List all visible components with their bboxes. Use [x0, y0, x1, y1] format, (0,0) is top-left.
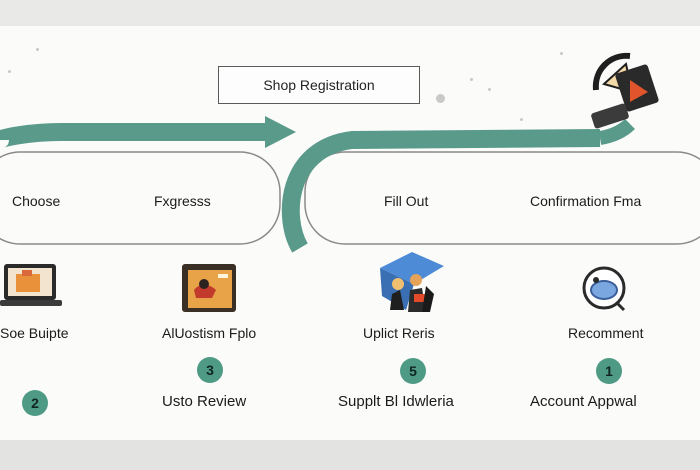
speck: [8, 70, 11, 73]
left-panel: [0, 151, 281, 245]
stage-label-confirmation: Confirmation Fma: [530, 193, 642, 209]
step-number-badge: 3: [197, 357, 223, 383]
step-label-1: Soe Buipte: [0, 325, 69, 341]
page-title: Shop Registration: [218, 66, 420, 104]
step-action-2: Usto Review: [162, 393, 247, 410]
speck: [488, 88, 491, 91]
right-flow-arrow-tail: [598, 118, 635, 145]
speck: [520, 118, 523, 121]
speck: [470, 78, 473, 81]
step-label-3: Uplict Reris: [363, 325, 435, 341]
step-number-badge: 2: [22, 390, 48, 416]
video-play-icon: [591, 52, 659, 129]
step-number-badge: 1: [596, 358, 622, 384]
bottom-strip: [0, 440, 700, 470]
right-panel: [304, 151, 700, 245]
step-action-3: Supplt Bl Idwleria: [338, 393, 454, 410]
speck: [36, 48, 39, 51]
right-flow-arrow-band: [281, 129, 601, 253]
stage-label-choose: Choose: [12, 193, 61, 209]
step-label-2: AlUostism Fplo: [162, 325, 257, 341]
people-icon: [380, 252, 444, 312]
stage-label-progress: Fxgresss: [154, 193, 211, 209]
speck: [560, 52, 563, 55]
speck: [436, 94, 445, 103]
left-flow-arrowhead: [265, 116, 296, 148]
document-icon: [182, 264, 236, 312]
stage-label-fill-out: Fill Out: [384, 193, 429, 209]
search-icon: [582, 266, 626, 312]
step-label-4: Recomment: [568, 325, 644, 341]
step-action-4: Account Appwal: [530, 393, 637, 410]
left-flow-arrow-band: [0, 123, 265, 149]
laptop-box-icon: [0, 264, 62, 306]
step-number-badge: 5: [400, 358, 426, 384]
